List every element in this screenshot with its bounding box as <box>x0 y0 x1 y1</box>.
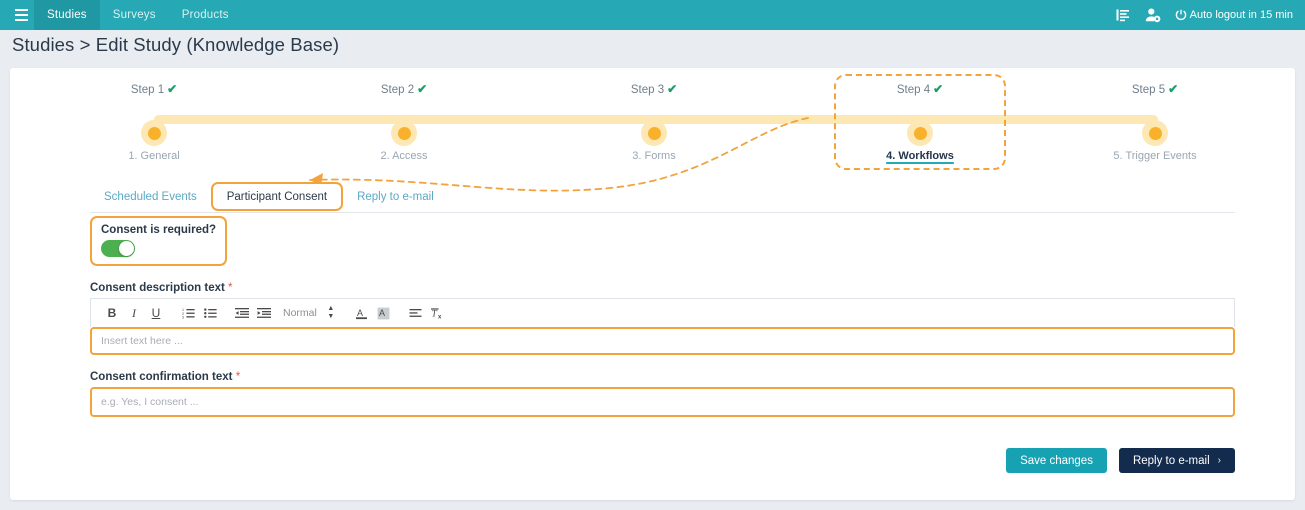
top-nav-right-group: Auto logout in 15 min <box>1115 7 1305 23</box>
power-icon <box>1175 9 1187 21</box>
list-lines-icon[interactable] <box>1115 7 1131 23</box>
stepper-step-2-title: Step 2✔ <box>314 82 494 96</box>
workflow-tabs: Scheduled Events Participant Consent Rep… <box>90 181 1235 213</box>
stepper-step-4-dot[interactable] <box>907 120 933 146</box>
stepper-step-5-title-text: Step 5 <box>1131 84 1166 96</box>
nav-item-products[interactable]: Products <box>169 0 242 30</box>
underline-icon[interactable]: U <box>151 306 161 320</box>
auto-logout-indicator: Auto logout in 15 min <box>1175 9 1293 21</box>
nav-item-studies[interactable]: Studies <box>34 0 100 30</box>
tab-scheduled-events[interactable]: Scheduled Events <box>90 183 211 211</box>
consent-required-label: Consent is required? <box>101 224 217 236</box>
reply-to-email-button[interactable]: Reply to e-mail › <box>1118 448 1235 473</box>
stepper-step-5-label[interactable]: 5. Trigger Events <box>1113 150 1197 162</box>
stepper-step-1-dot[interactable] <box>141 120 167 146</box>
nav-item-studies-label: Studies <box>47 9 87 21</box>
check-icon: ✔ <box>933 82 944 96</box>
stepper-step-4-title: Step 4✔ <box>830 82 1010 96</box>
tab-participant-consent-label: Participant Consent <box>226 190 328 203</box>
stepper-step-3-label[interactable]: 3. Forms <box>632 150 676 162</box>
align-icon[interactable] <box>405 302 427 324</box>
required-asterisk: * <box>235 371 241 383</box>
stepper-step-3-title-text: Step 3 <box>630 84 665 96</box>
svg-text:3: 3 <box>182 316 184 319</box>
stepper-step-1-title: Step 1✔ <box>64 82 244 96</box>
consent-confirmation-input[interactable]: e.g. Yes, I consent ... <box>90 387 1235 417</box>
stepper-step-2[interactable]: Step 2✔ 2. Access <box>314 82 494 162</box>
tab-reply-to-email-label: Reply to e-mail <box>357 190 434 203</box>
participant-consent-form: Consent is required? Consent description… <box>90 216 1235 417</box>
chevron-right-icon: › <box>1217 455 1221 466</box>
stepper-step-4-title-text: Step 4 <box>896 84 931 96</box>
stepper-step-1-label[interactable]: 1. General <box>128 150 180 162</box>
consent-description-label: Consent description text * <box>90 282 1235 294</box>
stepper-step-2-label[interactable]: 2. Access <box>380 150 428 162</box>
consent-confirmation-placeholder: e.g. Yes, I consent ... <box>101 396 199 408</box>
breadcrumb: Studies > Edit Study (Knowledge Base) <box>12 34 340 55</box>
stepper-step-5-dot[interactable] <box>1142 120 1168 146</box>
check-icon: ✔ <box>417 82 428 96</box>
indent-icon[interactable] <box>253 302 275 324</box>
svg-text:2: 2 <box>182 312 184 316</box>
stepper-step-1-title-text: Step 1 <box>130 84 165 96</box>
stepper-step-3-dot[interactable] <box>641 120 667 146</box>
bullet-list-icon[interactable] <box>199 302 221 324</box>
stepper-step-5-title: Step 5✔ <box>1065 82 1245 96</box>
check-icon: ✔ <box>667 82 678 96</box>
user-settings-icon[interactable] <box>1145 7 1161 23</box>
consent-confirmation-label: Consent confirmation text * <box>90 371 1235 383</box>
stepper-step-2-title-text: Step 2 <box>380 84 415 96</box>
top-navigation-bar: Studies Surveys Products <box>0 0 1305 30</box>
bold-icon[interactable]: B <box>107 306 117 320</box>
consent-required-toggle[interactable] <box>101 240 135 257</box>
svg-text:1: 1 <box>182 308 184 312</box>
tab-participant-consent[interactable]: Participant Consent <box>210 182 344 211</box>
font-color-icon[interactable]: A <box>351 302 373 324</box>
italic-icon[interactable]: I <box>132 305 136 320</box>
consent-confirmation-label-text: Consent confirmation text <box>90 371 233 383</box>
step-4-highlight-box <box>834 74 1006 170</box>
check-icon: ✔ <box>167 82 178 96</box>
auto-logout-text: Auto logout in 15 min <box>1189 9 1293 21</box>
stepper-step-3[interactable]: Step 3✔ 3. Forms <box>564 82 744 162</box>
form-action-buttons: Save changes Reply to e-mail › <box>1006 448 1235 473</box>
nav-item-surveys[interactable]: Surveys <box>100 0 169 30</box>
svg-text:A: A <box>357 308 363 318</box>
tab-scheduled-events-label: Scheduled Events <box>104 190 197 203</box>
required-asterisk: * <box>228 282 233 294</box>
consent-description-input[interactable]: Insert text here ... <box>90 327 1235 355</box>
consent-description-placeholder: Insert text here ... <box>101 335 183 347</box>
outdent-icon[interactable] <box>231 302 253 324</box>
stepper-step-4-label[interactable]: 4. Workflows <box>886 150 954 162</box>
format-select-value[interactable]: Normal <box>283 307 317 319</box>
svg-text:T: T <box>431 309 437 319</box>
tab-reply-to-email[interactable]: Reply to e-mail <box>343 183 448 211</box>
check-icon: ✔ <box>1168 82 1179 96</box>
consent-required-highlight-box: Consent is required? <box>90 216 228 266</box>
save-changes-button[interactable]: Save changes <box>1006 448 1107 473</box>
study-stepper: Step 1✔ 1. General Step 2✔ 2. Access Ste… <box>10 68 1295 178</box>
svg-text:A: A <box>379 308 385 318</box>
background-color-icon[interactable]: A <box>373 302 395 324</box>
nav-item-surveys-label: Surveys <box>112 9 156 21</box>
stepper-step-2-dot[interactable] <box>391 120 417 146</box>
format-select-stepper[interactable]: ▲▼ <box>327 305 335 320</box>
stepper-step-5[interactable]: Step 5✔ 5. Trigger Events <box>1065 82 1245 162</box>
nav-item-products-label: Products <box>181 9 229 21</box>
save-changes-label: Save changes <box>1020 454 1093 467</box>
svg-text:x: x <box>438 314 442 319</box>
consent-description-label-text: Consent description text <box>90 282 225 294</box>
stepper-step-3-title: Step 3✔ <box>564 82 744 96</box>
stepper-step-4[interactable]: Step 4✔ 4. Workflows <box>830 82 1010 162</box>
edit-study-card: Step 1✔ 1. General Step 2✔ 2. Access Ste… <box>10 68 1295 500</box>
stepper-step-1[interactable]: Step 1✔ 1. General <box>64 82 244 162</box>
toggle-knob <box>119 241 134 256</box>
hamburger-icon[interactable] <box>8 0 34 30</box>
reply-to-email-label: Reply to e-mail <box>1132 454 1210 467</box>
